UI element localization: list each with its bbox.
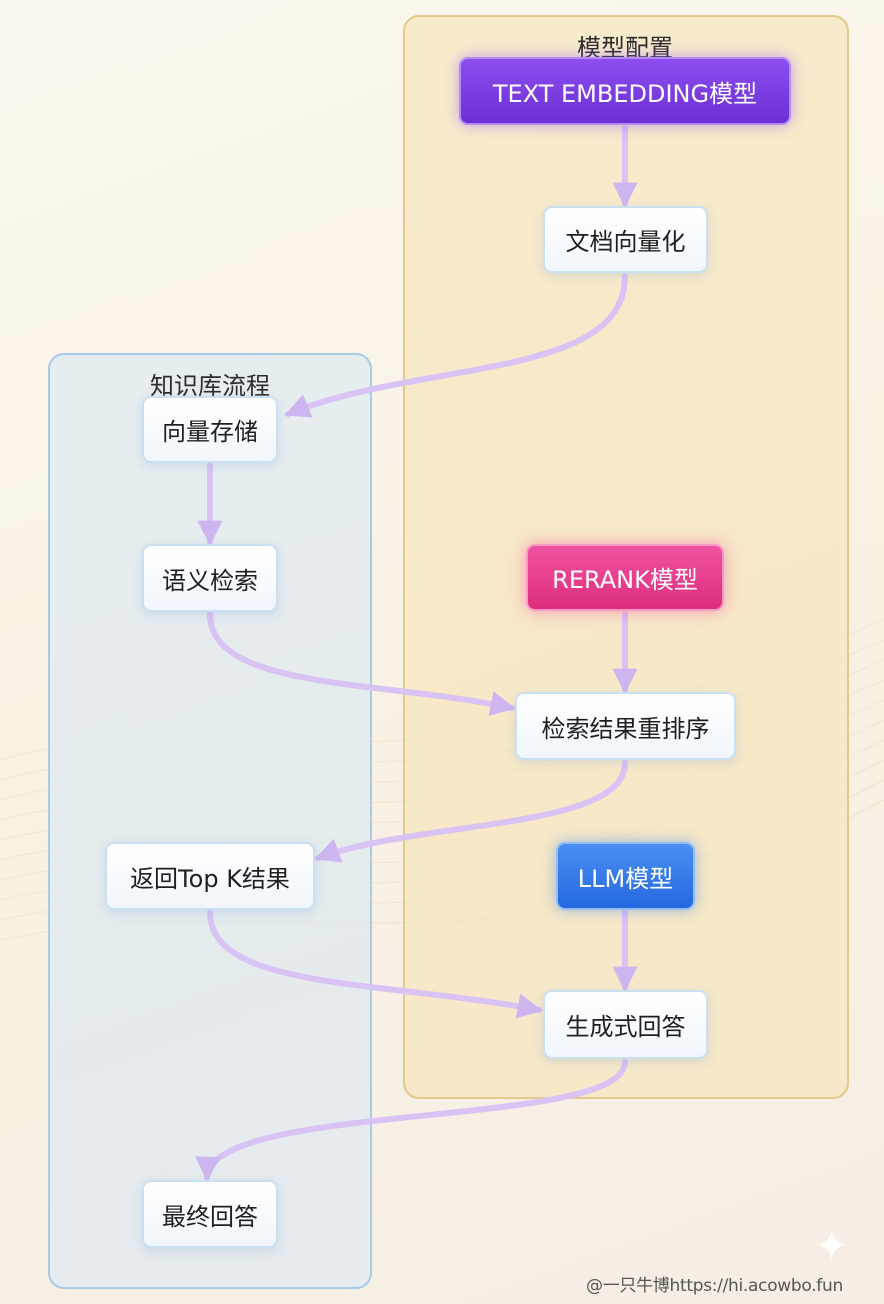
rerank-model-label: RERANK模型 — [552, 566, 698, 594]
arrow-topk-to-generate — [207, 909, 543, 1019]
arrow-vectorize-to-store — [284, 273, 628, 418]
arrow-results-to-topk — [314, 760, 628, 863]
generative-answer-label: 生成式回答 — [565, 1013, 686, 1041]
knowledge-base-title: 知识库流程 — [150, 372, 270, 400]
text-embedding-model-label: TEXT EMBEDDING模型 — [492, 79, 758, 108]
vector-store-label: 向量存储 — [162, 418, 258, 446]
generative-answer-node: 生成式回答 — [543, 990, 708, 1059]
rerank-results-label: 检索结果重排序 — [541, 714, 710, 743]
rerank-results-node: 检索结果重排序 — [515, 692, 736, 760]
doc-vectorize-label: 文档向量化 — [565, 228, 686, 256]
semantic-search-node: 语义检索 — [142, 544, 278, 612]
rerank-model-node: RERANK模型 — [526, 544, 724, 611]
arrow-generate-to-final — [195, 1059, 628, 1182]
watermark-text: @一只牛博https://hi.acowbo.fun — [586, 1276, 843, 1296]
vector-store-node: 向量存储 — [142, 396, 278, 463]
return-topk-node: 返回Top K结果 — [105, 842, 315, 910]
llm-model-node: LLM模型 — [556, 842, 695, 910]
final-answer-label: 最终回答 — [162, 1202, 258, 1231]
llm-model-label: LLM模型 — [577, 864, 674, 893]
doc-vectorize-node: 文档向量化 — [543, 206, 708, 273]
return-topk-label: 返回Top K结果 — [130, 864, 290, 893]
semantic-search-label: 语义检索 — [162, 566, 258, 595]
sparkle-icon: ✦ — [814, 1221, 850, 1270]
final-answer-node: 最终回答 — [142, 1180, 278, 1248]
text-embedding-model-node: TEXT EMBEDDING模型 — [459, 57, 791, 125]
arrow-search-to-rerank — [207, 611, 516, 716]
